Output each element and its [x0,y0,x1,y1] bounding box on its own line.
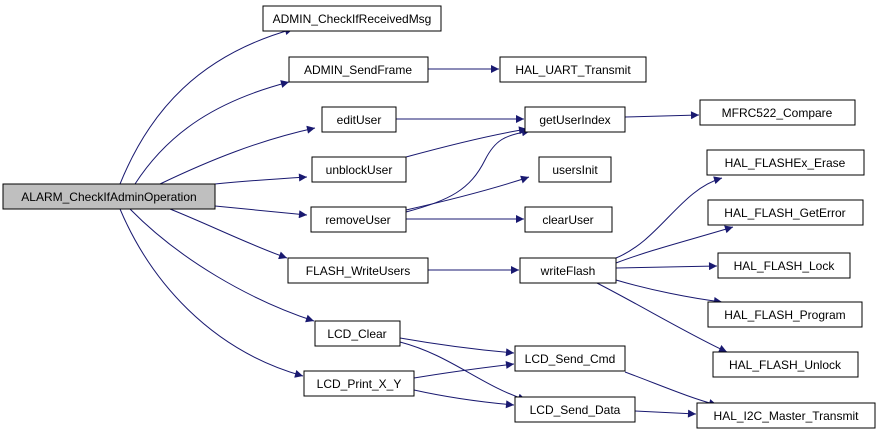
edge-lcdPrint-lcdCmd [413,360,515,379]
edge-writeFlash-flashLock [615,262,718,271]
svg-text:HAL_FLASHEx_Erase: HAL_FLASHEx_Erase [725,156,846,170]
edge-root-removeUser [214,205,308,219]
node-hal-i2c-master-transmit[interactable]: HAL_I2C_Master_Transmit [696,402,876,429]
edge-getUserIndex-mfrcCompare [624,111,700,120]
node-hal-flash-unlock[interactable]: HAL_FLASH_Unlock [712,351,859,378]
svg-text:HAL_UART_Transmit: HAL_UART_Transmit [515,63,631,77]
edge-lcdPrint-lcdData [413,389,515,409]
node-admin-check-if-received-msg[interactable]: ADMIN_CheckIfReceivedMsg [262,5,442,32]
svg-text:MFRC522_Compare: MFRC522_Compare [722,106,833,120]
node-users-init[interactable]: usersInit [538,156,612,183]
edge-root-sendFrame [134,80,290,185]
node-mfrc522-compare[interactable]: MFRC522_Compare [699,99,856,126]
node-lcd-send-cmd[interactable]: LCD_Send_Cmd [514,345,626,372]
node-admin-send-frame[interactable]: ADMIN_SendFrame [288,56,429,83]
svg-text:LCD_Clear: LCD_Clear [327,327,386,341]
svg-text:unblockUser: unblockUser [326,163,393,177]
node-hal-uart-transmit[interactable]: HAL_UART_Transmit [499,56,647,83]
svg-text:HAL_FLASH_GetError: HAL_FLASH_GetError [724,206,845,220]
svg-text:ALARM_CheckIfAdminOperation: ALARM_CheckIfAdminOperation [21,190,196,204]
node-lcd-send-data[interactable]: LCD_Send_Data [514,396,636,423]
node-lcd-print-x-y[interactable]: LCD_Print_X_Y [303,370,415,397]
svg-text:HAL_I2C_Master_Transmit: HAL_I2C_Master_Transmit [714,409,860,423]
svg-text:clearUser: clearUser [542,213,593,227]
node-hal-flashex-erase[interactable]: HAL_FLASHEx_Erase [706,149,865,176]
node-remove-user[interactable]: removeUser [310,206,407,233]
node-flash-write-users[interactable]: FLASH_WriteUsers [287,257,429,284]
svg-text:removeUser: removeUser [325,213,390,227]
edge-writeFlash-flashProgram [615,279,723,305]
nodes: ALARM_CheckIfAdminOperation ADMIN_CheckI… [2,5,876,429]
svg-text:FLASH_WriteUsers: FLASH_WriteUsers [306,264,410,278]
edge-lcdClear-lcdCmd [399,337,515,357]
edge-root-lcdClear [129,208,315,323]
node-edit-user[interactable]: editUser [321,106,397,133]
svg-text:HAL_FLASH_Program: HAL_FLASH_Program [724,308,845,322]
svg-text:getUserIndex: getUserIndex [539,113,610,127]
svg-text:HAL_FLASH_Lock: HAL_FLASH_Lock [734,259,836,273]
node-clear-user[interactable]: clearUser [524,206,613,233]
svg-text:LCD_Print_X_Y: LCD_Print_X_Y [317,377,402,391]
svg-text:LCD_Send_Data: LCD_Send_Data [530,403,621,417]
edge-lcdCmd-i2cTx [624,371,718,407]
edge-lcdData-i2cTx [634,409,697,418]
edge-removeUser-usersInit [405,175,530,211]
edges [119,27,734,418]
node-alarm-check-if-admin-operation[interactable]: ALARM_CheckIfAdminOperation [2,183,216,210]
svg-text:editUser: editUser [337,113,382,127]
node-write-flash[interactable]: writeFlash [519,257,617,284]
edge-root-lcdPrint [119,208,304,378]
node-hal-flash-get-error[interactable]: HAL_FLASH_GetError [707,199,864,226]
node-hal-flash-lock[interactable]: HAL_FLASH_Lock [717,252,851,279]
svg-text:writeFlash: writeFlash [540,264,596,278]
svg-text:ADMIN_CheckIfReceivedMsg: ADMIN_CheckIfReceivedMsg [273,12,432,26]
node-hal-flash-program[interactable]: HAL_FLASH_Program [707,301,863,328]
edge-root-unblockUser [214,173,308,185]
edge-root-editUser [159,125,316,185]
svg-text:LCD_Send_Cmd: LCD_Send_Cmd [525,352,616,366]
edge-root-checkMsg [119,27,294,185]
svg-text:ADMIN_SendFrame: ADMIN_SendFrame [304,63,412,77]
edge-writeFlash-flashGetError [615,225,734,264]
edge-root-flashWriteUsers [169,208,288,260]
node-get-user-index[interactable]: getUserIndex [524,106,626,133]
svg-text:HAL_FLASH_Unlock: HAL_FLASH_Unlock [729,358,842,372]
node-lcd-clear[interactable]: LCD_Clear [314,320,401,347]
edge-removeUser-getUserIndex [405,128,531,213]
svg-text:usersInit: usersInit [552,163,598,177]
edge-writeFlash-flashUnlock [594,281,728,353]
node-unblock-user[interactable]: unblockUser [311,156,407,183]
edge-unblockUser-getUserIndex [405,126,528,158]
edge-writeFlash-flashExErase [615,176,723,259]
